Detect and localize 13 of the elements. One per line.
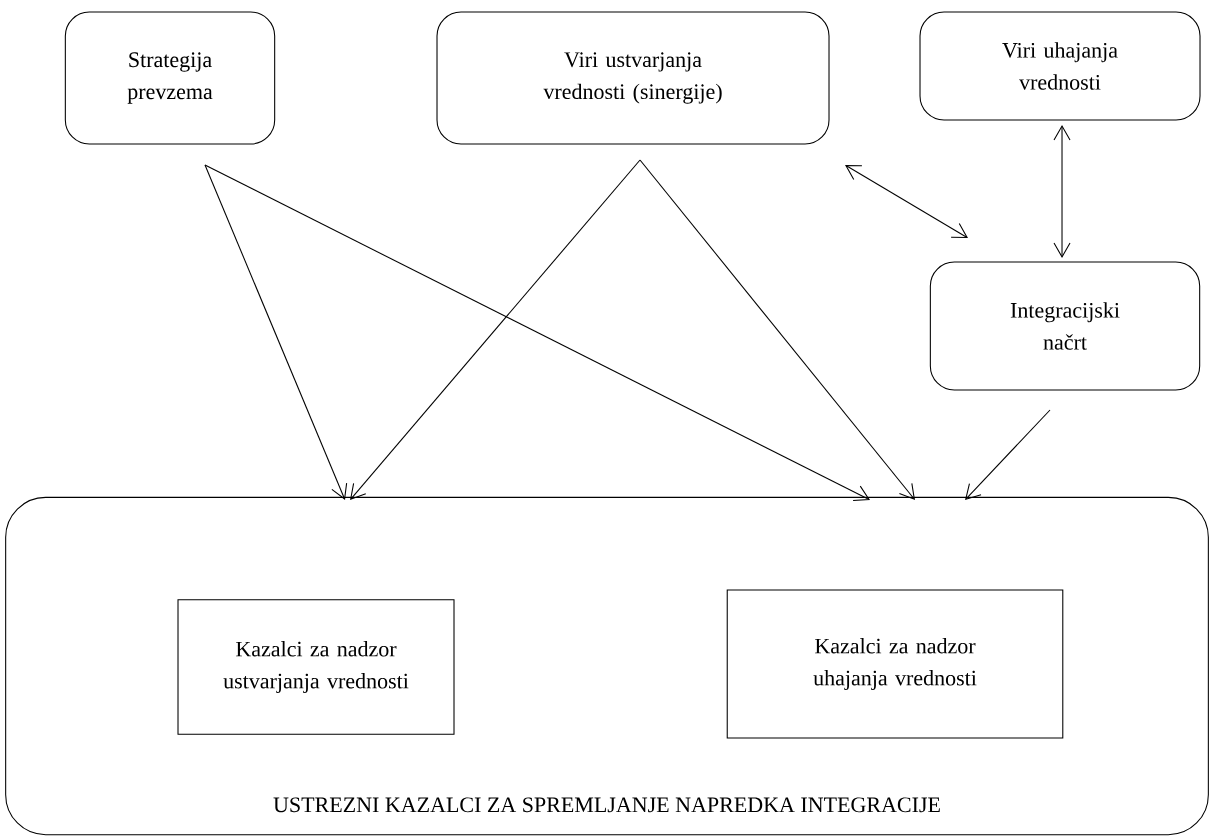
process-box: Integracijski načrt (929, 261, 1201, 391)
arrow (204, 164, 870, 501)
arrow (1053, 125, 1071, 258)
arrow (845, 165, 969, 238)
arrow (350, 159, 641, 500)
arrow (639, 159, 915, 500)
indicator-box: Kazalci za nadzor uhajanja vrednosti (726, 589, 1064, 739)
process-box: Viri ustvarjanja vrednosti (sinergije) (436, 11, 830, 145)
process-box: Viri uhajanja vrednosti (919, 11, 1201, 121)
indicator-box: Kazalci za nadzor ustvarjanja vrednosti (177, 599, 455, 735)
arrow (204, 164, 348, 500)
arrow (965, 409, 1051, 500)
process-box: Strategija prevzema (64, 11, 276, 145)
